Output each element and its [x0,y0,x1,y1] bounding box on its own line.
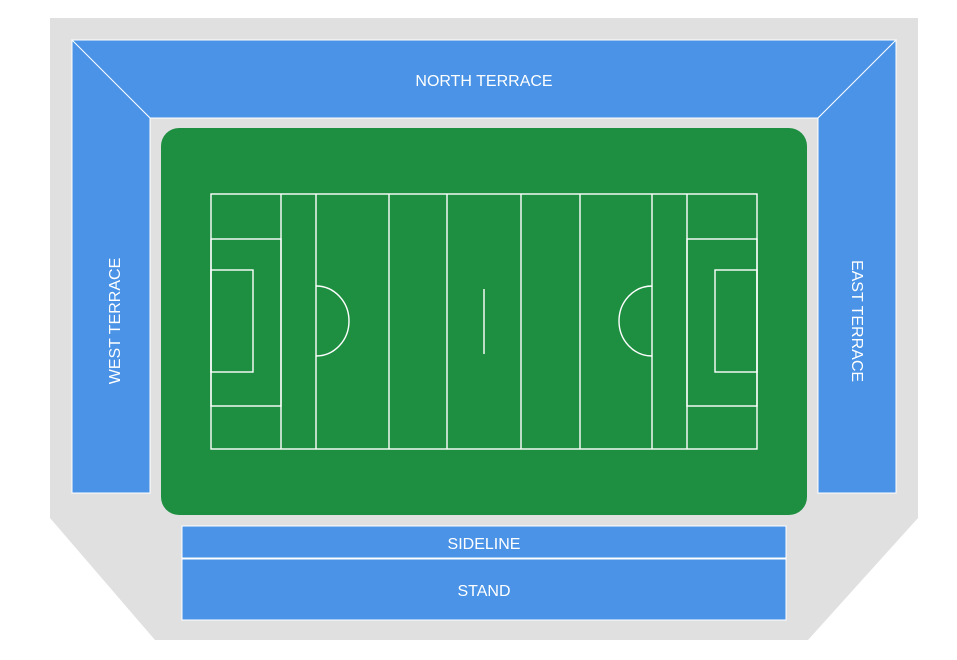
sideline-label: SIDELINE [448,536,521,553]
right-penalty-arc [618,285,653,357]
west-terrace-area[interactable] [71,38,151,494]
stand-section[interactable]: STAND [181,558,787,621]
north-terrace-label: NORTH TERRACE [415,73,552,90]
west-terrace-label: WEST TERRACE [107,258,124,385]
sideline-section[interactable]: SIDELINE [181,525,787,559]
north-terrace-section[interactable]: NORTH TERRACE [71,39,897,119]
east-terrace-area[interactable] [817,38,897,494]
stand-label: STAND [457,583,510,600]
stand-area[interactable] [181,558,787,621]
right-small-rectangle [714,269,758,373]
east-terrace-label: EAST TERRACE [848,260,865,382]
west-terrace-section[interactable]: WEST TERRACE [71,38,151,494]
east-terrace-section[interactable]: EAST TERRACE [817,38,897,494]
sideline-area[interactable] [181,525,787,559]
pitch-markings [210,193,758,450]
left-small-rectangle [210,269,254,373]
left-penalty-arc [315,285,350,357]
